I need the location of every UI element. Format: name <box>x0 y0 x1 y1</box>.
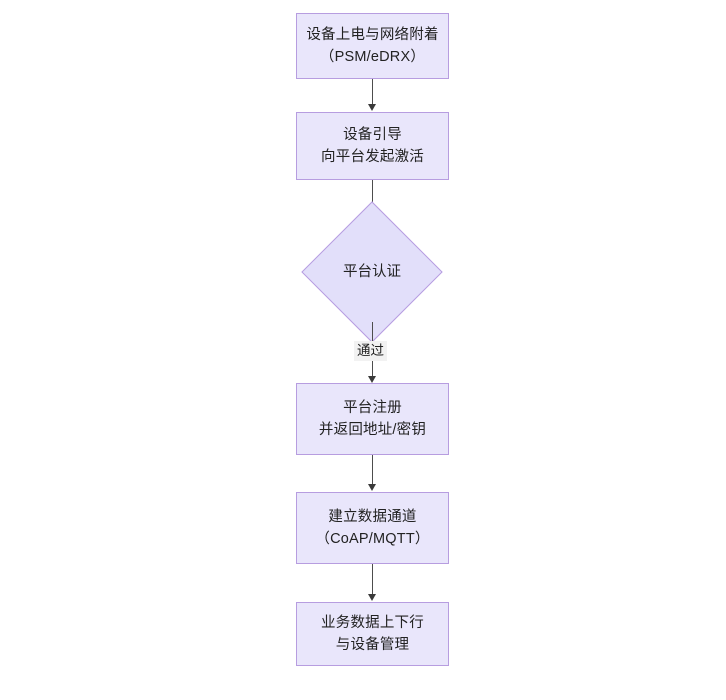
flow-node-service-data-line-2: 与设备管理 <box>335 637 410 653</box>
flow-connector-2 <box>372 180 373 216</box>
flow-arrowhead-1 <box>368 104 376 111</box>
flow-node-power-on-line-2: （PSM/eDRX） <box>319 49 426 65</box>
flow-node-service-data-line-1: 业务数据上下行 <box>321 615 424 631</box>
flow-arrowhead-5 <box>368 594 376 601</box>
flow-arrowhead-4 <box>368 484 376 491</box>
flow-node-power-on[interactable]: 设备上电与网络附着 （PSM/eDRX） <box>296 13 449 79</box>
flow-node-platform-register-line-1: 平台注册 <box>343 400 402 416</box>
flow-node-platform-register[interactable]: 平台注册 并返回地址/密钥 <box>296 383 449 455</box>
flow-node-data-channel-line-1: 建立数据通道 <box>328 509 417 525</box>
flow-node-platform-register-line-2: 并返回地址/密钥 <box>318 422 427 438</box>
flow-connector-5 <box>372 564 373 595</box>
flow-node-power-on-line-1: 设备上电与网络附着 <box>306 27 439 43</box>
flow-node-data-channel[interactable]: 建立数据通道 （CoAP/MQTT） <box>296 492 449 564</box>
flow-arrowhead-3 <box>368 376 376 383</box>
flow-node-bootstrap[interactable]: 设备引导 向平台发起激活 <box>296 112 449 180</box>
flow-node-service-data[interactable]: 业务数据上下行 与设备管理 <box>296 602 449 666</box>
flow-node-data-channel-line-2: （CoAP/MQTT） <box>315 531 430 547</box>
flow-node-bootstrap-line-2: 向平台发起激活 <box>321 149 424 165</box>
flow-connector-4 <box>372 455 373 485</box>
flow-connector-1 <box>372 79 373 105</box>
flow-edge-label-pass: 通过 <box>354 341 387 361</box>
flow-node-bootstrap-line-1: 设备引导 <box>343 127 402 143</box>
